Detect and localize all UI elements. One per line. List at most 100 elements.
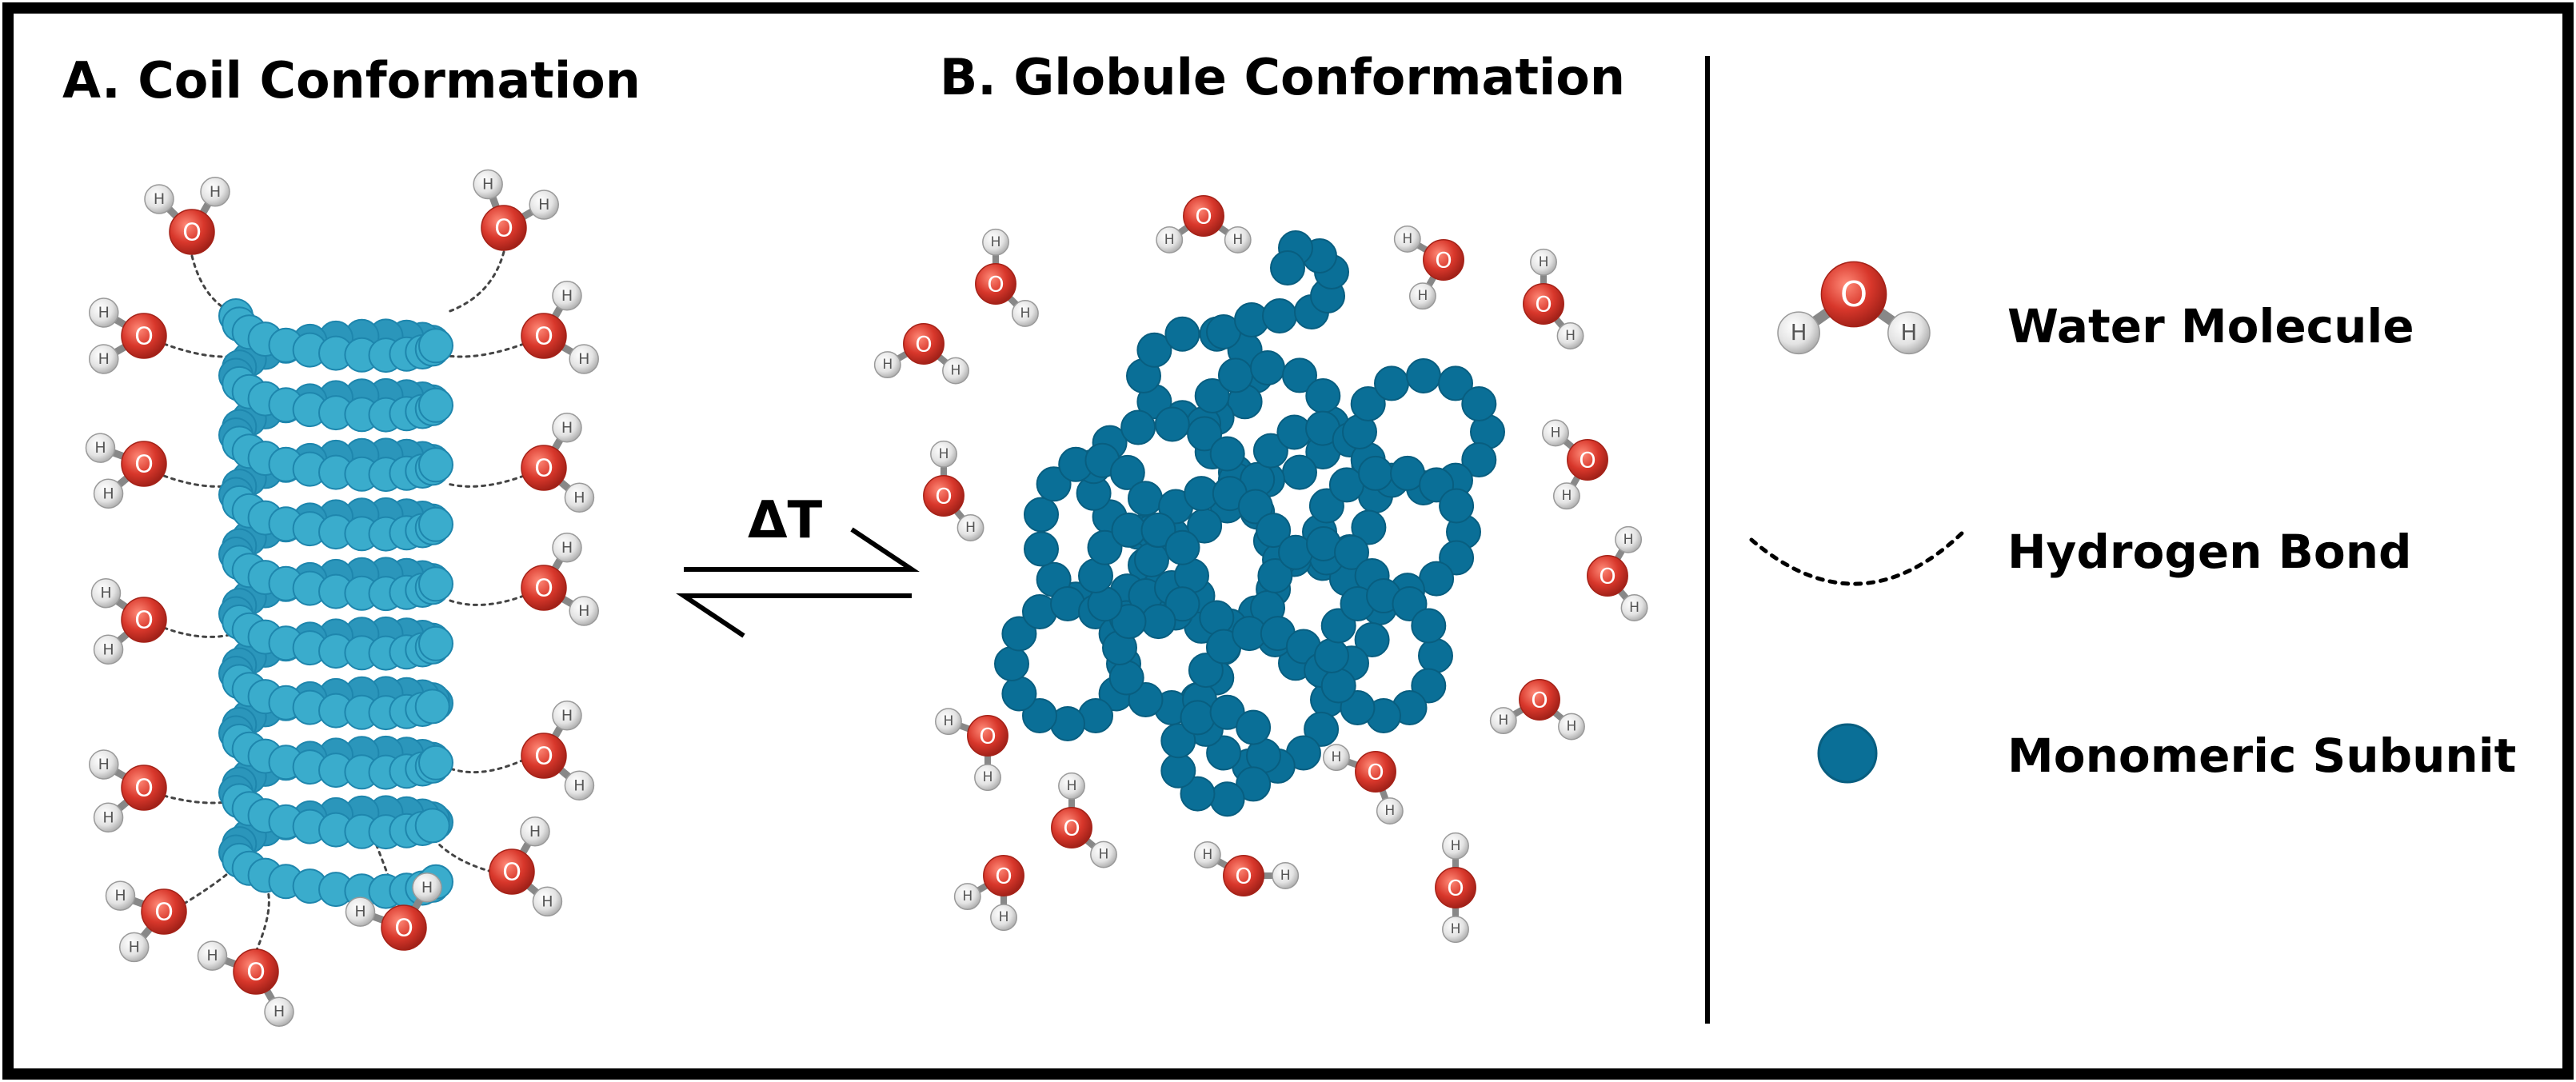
hydrogen-atom [934, 708, 962, 736]
hydrogen-atom [1489, 707, 1517, 735]
oxygen-atom [975, 263, 1016, 305]
oxygen-label: O [246, 959, 266, 987]
coil-monomer [418, 447, 453, 483]
water-molecule: HHO [89, 297, 167, 374]
hydrogen-label: H [578, 350, 589, 368]
oxygen-atom [1435, 867, 1476, 908]
hydrogen-atom [90, 577, 122, 609]
globule-monomer [1128, 481, 1163, 517]
globule-monomer [1237, 489, 1273, 525]
hydrogen-label: H [1202, 847, 1212, 863]
hydrogen-atom [569, 596, 599, 626]
coil-polymer [218, 298, 453, 909]
hydrogen-label: H [100, 585, 111, 602]
oxygen-atom [983, 855, 1024, 896]
oxygen-atom [1355, 751, 1396, 793]
globule-monomer [994, 646, 1029, 681]
globule-monomer [1206, 735, 1242, 771]
hydrogen-bond [446, 342, 525, 358]
water-molecule: HHO [89, 749, 167, 833]
hydrogen-atom [1887, 311, 1931, 355]
hydrogen-atom [942, 357, 969, 385]
hydrogen-atom [1272, 862, 1300, 889]
hydrogen-bond [446, 594, 525, 606]
hydrogen-atom [93, 478, 124, 509]
oxygen-atom [121, 597, 167, 643]
oxygen-atom [1423, 239, 1464, 281]
globule-panel-title: B. Globule Conformation [940, 48, 1625, 106]
water-molecule: HHO [85, 433, 167, 509]
hydrogen-atom [1777, 311, 1820, 355]
hydrogen-label: H [1332, 749, 1342, 765]
hydrogen-atom [85, 433, 116, 463]
globule-monomer [1022, 698, 1057, 733]
hydrogen-label: H [1020, 305, 1030, 321]
hydrogen-atom [1530, 248, 1557, 276]
globule-monomer [1164, 529, 1200, 565]
coil-monomer [418, 387, 453, 423]
hydrogen-label: H [1280, 868, 1291, 884]
water-molecule: HHO [521, 701, 595, 801]
globule-monomer [1160, 723, 1196, 759]
equilibrium-arrows: ΔT [676, 491, 920, 638]
hydrogen-label: H [1901, 320, 1918, 345]
oxygen-atom [1519, 679, 1560, 721]
hydrogen-atom [1556, 322, 1584, 349]
water-molecule: HHO [473, 169, 559, 251]
globule-monomer [1140, 512, 1176, 548]
water-molecule: HHO [489, 816, 563, 917]
hydrogen-atom [532, 886, 563, 917]
hydrogen-label: H [573, 777, 585, 794]
water-molecule: HHO [1435, 832, 1476, 944]
oxygen-label: O [134, 323, 154, 351]
hydrogen-bond [162, 794, 242, 805]
coil-monomer [418, 566, 453, 602]
legend-hydrogen-bond-icon [1749, 529, 1966, 586]
hydrogen-label: H [102, 485, 114, 502]
globule-monomer [1209, 694, 1245, 730]
hydrogen-label: H [965, 520, 976, 536]
globule-monomer [1160, 753, 1196, 789]
globule-monomer [1001, 616, 1037, 652]
oxygen-label: O [134, 775, 154, 803]
hydrogen-label: H [154, 190, 165, 208]
globule-monomer [1439, 488, 1475, 524]
globule-monomer [1188, 653, 1224, 689]
oxygen-atom [141, 888, 187, 935]
hydrogen-atom [552, 413, 582, 443]
water-molecule: HHO [345, 872, 442, 951]
water-molecule: HHO [1542, 419, 1608, 510]
globule-monomer [1374, 365, 1409, 401]
hydrogen-label: H [102, 809, 114, 826]
hydrogen-atom [930, 440, 957, 468]
oxygen-atom [1051, 807, 1092, 848]
hydrogen-label: H [1567, 719, 1577, 735]
hydrogen-atom [1193, 840, 1221, 868]
hydrogen-atom [1615, 525, 1643, 553]
globule-monomer [1351, 509, 1387, 545]
water-molecule: HHO [1523, 248, 1584, 349]
globule-monomer [1194, 378, 1230, 413]
hydrogen-label: H [1232, 232, 1243, 248]
hydrogen-atom [1058, 772, 1085, 800]
globule-monomer [1180, 776, 1216, 812]
globule-monomer [1134, 542, 1169, 577]
delta-t-label: ΔT [748, 491, 823, 550]
globule-monomer [1411, 608, 1447, 644]
globule-monomer [1270, 250, 1305, 285]
oxygen-label: O [154, 899, 174, 927]
oxygen-atom [1820, 261, 1887, 328]
globule-monomer [1438, 365, 1473, 401]
oxygen-atom [233, 948, 279, 995]
hydrogen-label: H [114, 887, 126, 904]
oxygen-label: O [987, 273, 1004, 297]
hydrogen-atom [1156, 226, 1184, 254]
globule-monomer [1262, 298, 1297, 333]
oxygen-label: O [1063, 816, 1080, 841]
